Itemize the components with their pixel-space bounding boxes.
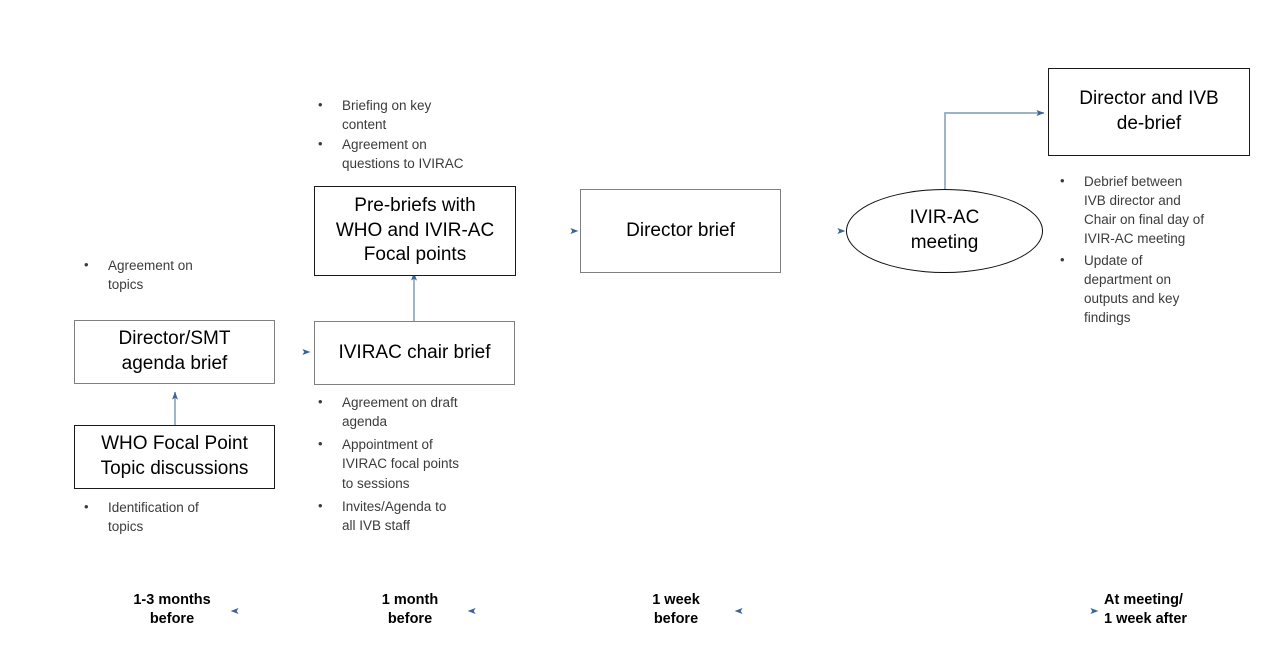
bullet-icon: • xyxy=(318,394,323,409)
list-item: • Invites/Agenda to all IVB staff xyxy=(318,497,447,533)
connector-meeting-to-debrief xyxy=(944,109,1045,190)
bullet-icon: • xyxy=(318,436,323,452)
bullet-icon: • xyxy=(318,497,323,513)
notes-director-smt: • Agreement on topics xyxy=(84,256,289,295)
list-item: • Briefing on key content xyxy=(318,97,432,133)
node-director-smt-agenda-brief[interactable]: Director/SMT agenda brief xyxy=(74,320,275,384)
node-who-focal-point-topic-discussions[interactable]: WHO Focal Point Topic discussions xyxy=(74,425,275,489)
list-item: • Identification of topics xyxy=(84,499,199,535)
list-item: • Agreement on draft agenda xyxy=(318,394,458,430)
bullet-icon: • xyxy=(1060,173,1065,188)
node-ivirac-chair-brief[interactable]: IVIRAC chair brief xyxy=(314,321,515,385)
bullet-icon: • xyxy=(1060,251,1065,267)
list-item: • Appointment of IVIRAC focal points to … xyxy=(318,436,460,491)
node-ivirac-meeting[interactable]: IVIR-AC meeting xyxy=(846,189,1043,273)
notes-pre-briefs: • Briefing on key content • Agreement on… xyxy=(318,96,533,175)
notes-who-focal-point: • Identification of topics xyxy=(84,498,289,537)
node-director-and-ivb-debrief[interactable]: Director and IVB de-brief xyxy=(1048,68,1250,156)
node-director-brief[interactable]: Director brief xyxy=(580,189,781,273)
node-pre-briefs[interactable]: Pre-briefs with WHO and IVIR-AC Focal po… xyxy=(314,186,516,276)
timeline-label-1-3-months-before: 1-3 months before xyxy=(133,592,211,628)
timeline-label-at-meeting-1-week-after: At meeting/ 1 week after xyxy=(1104,592,1188,628)
notes-ivirac-chair: • Agreement on draft agenda • Appointmen… xyxy=(318,393,533,536)
notes-director-debrief: • Debrief between IVB director and Chair… xyxy=(1060,172,1260,328)
bullet-icon: • xyxy=(84,257,89,272)
bullet-icon: • xyxy=(318,97,323,112)
bullet-icon: • xyxy=(318,136,323,152)
list-item: • Agreement on topics xyxy=(84,257,193,293)
list-item: • Agreement on questions to IVIRAC xyxy=(318,136,464,172)
timeline-label-1-month-before: 1 month before xyxy=(381,592,439,628)
list-item: • Debrief between IVB director and Chair… xyxy=(1060,173,1205,247)
list-item: • Update of department on outputs and ke… xyxy=(1060,251,1180,326)
bullet-icon: • xyxy=(84,499,89,514)
timeline-label-1-week-before: 1 week before xyxy=(652,592,700,628)
